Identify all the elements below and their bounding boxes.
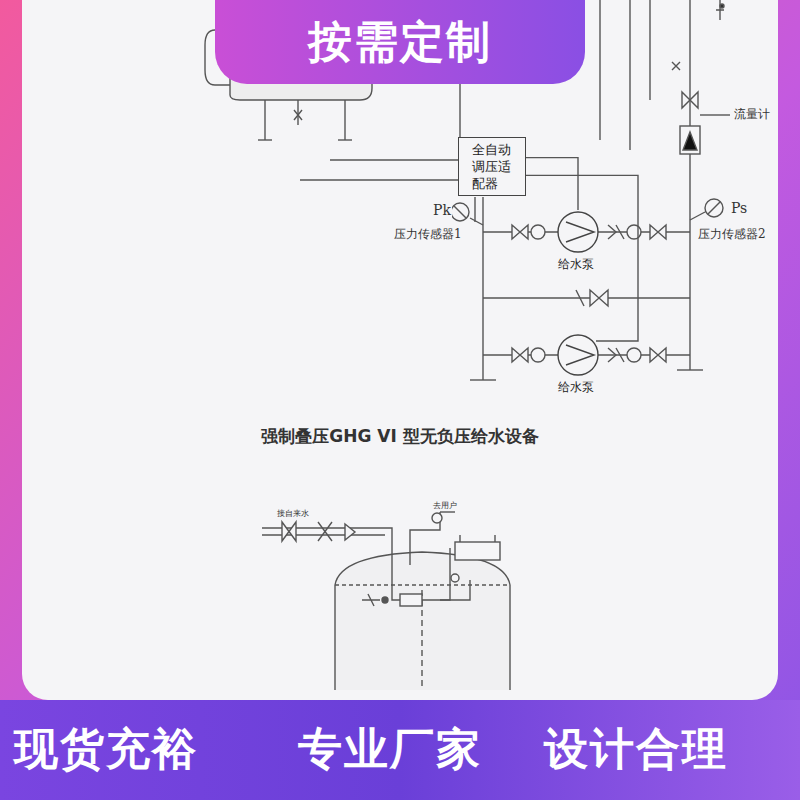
- feature-text: 设计合理: [544, 720, 728, 779]
- feature-text: 专业厂家: [298, 720, 482, 779]
- callout-label: 压力传感器2: [697, 226, 767, 243]
- banner-text: 按需定制: [308, 13, 492, 72]
- pump-label: 给水泵: [558, 256, 594, 273]
- callout-label: Ps: [730, 200, 748, 216]
- pump-symbol: 给水泵: [548, 335, 608, 397]
- pump-circle: [556, 333, 600, 377]
- control-wire: [526, 158, 578, 210]
- controller-label: 全自动调压适配器: [472, 141, 512, 192]
- diagram-caption: 强制叠压GHG VI 型无负压给水设备: [0, 425, 800, 448]
- callout-label: 压力传感器1: [393, 226, 463, 243]
- callout-label: 接自来水: [276, 508, 310, 519]
- pump-symbol: 给水泵: [548, 212, 608, 274]
- control-wire: [526, 175, 638, 341]
- controller-box: 全自动调压适配器: [458, 137, 526, 196]
- banner-tab: 按需定制: [215, 0, 585, 84]
- pump-label: 给水泵: [558, 379, 594, 396]
- callout-label: Pk: [432, 202, 452, 218]
- pump-circle: [556, 210, 600, 254]
- feature-text: 现货充裕: [14, 720, 198, 779]
- feature-band: 现货充裕 专业厂家 设计合理: [0, 700, 800, 800]
- callout-label: 去用户: [432, 500, 458, 511]
- callout-label: 流量计: [733, 106, 771, 123]
